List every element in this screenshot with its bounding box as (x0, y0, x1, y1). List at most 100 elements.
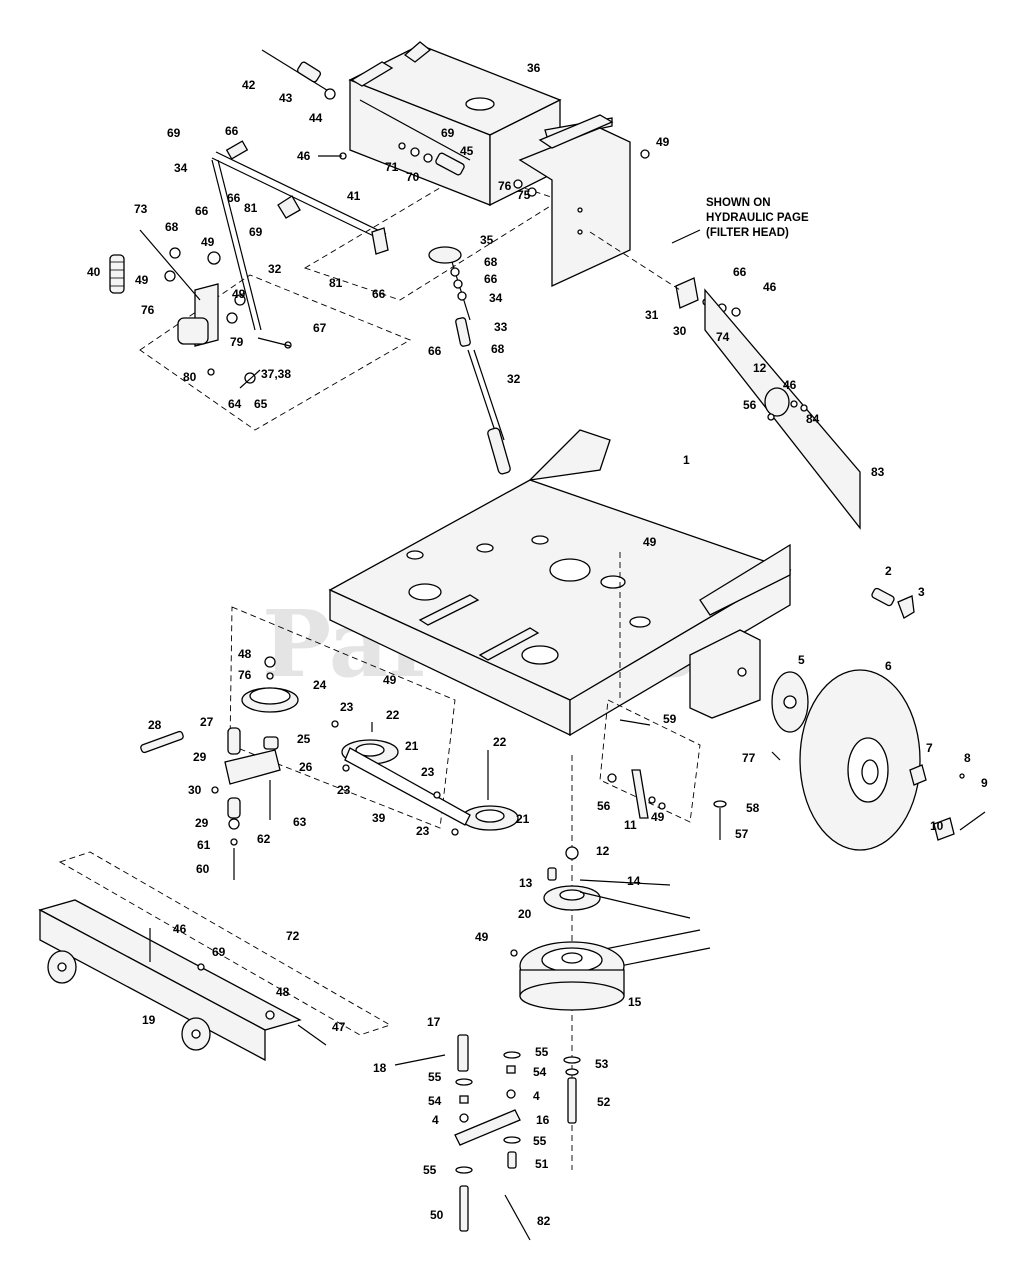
callout-6: 6 (885, 659, 892, 673)
callout-20: 20 (518, 907, 532, 921)
callout-46c: 46 (783, 378, 797, 392)
callout-66d: 66 (484, 272, 498, 286)
steering-rod-right (467, 349, 499, 441)
callout-4b: 4 (432, 1113, 439, 1127)
callout-43: 43 (279, 91, 293, 105)
control-rod-left (211, 159, 256, 331)
callout-64: 64 (228, 397, 242, 411)
callout-55d: 55 (423, 1163, 437, 1177)
callout-30a: 30 (673, 324, 687, 338)
hydraulic-page-note: SHOWN ON HYDRAULIC PAGE (FILTER HEAD) (706, 197, 809, 239)
callout-1: 1 (683, 453, 690, 467)
callout-22b: 22 (493, 735, 507, 749)
note-line-1: SHOWN ON (706, 197, 771, 209)
callout-49i: 69 (212, 945, 226, 959)
pin-17 (457, 1034, 469, 1072)
callout-23a: 23 (340, 700, 354, 714)
callout-49b: 49 (201, 235, 215, 249)
callout-69c: 69 (249, 225, 263, 239)
callout-14: 14 (627, 874, 641, 888)
callout-34a: 34 (174, 161, 188, 175)
pivot-bushing (177, 317, 209, 345)
callout-68c: 66 (733, 265, 747, 279)
adjuster-spring (296, 61, 322, 83)
cross-shaft (211, 157, 383, 241)
callout-33: 33 (494, 320, 508, 334)
callout-12b: 12 (596, 844, 610, 858)
callout-23b: 23 (421, 765, 435, 779)
callout-35: 35 (480, 233, 494, 247)
shaft-tab (277, 195, 301, 219)
callout-30b: 30 (188, 783, 202, 797)
callout-23d: 23 (416, 824, 430, 838)
belt-39 (344, 747, 471, 826)
shaft-bracket (371, 227, 389, 255)
fitting-2 (871, 587, 895, 607)
callout-81b: 81 (329, 276, 343, 290)
plate-11 (631, 769, 649, 819)
callout-7: 7 (926, 741, 933, 755)
callout-13: 13 (519, 876, 533, 890)
filter-head-bracket (675, 277, 699, 309)
callout-80: 80 (183, 370, 197, 384)
bracket-12-top (764, 387, 790, 417)
callout-8: 8 (964, 751, 971, 765)
callout-18: 18 (373, 1061, 387, 1075)
callout-5: 5 (798, 653, 805, 667)
callout-47: 47 (332, 1020, 346, 1034)
hitch-top (38, 899, 302, 1031)
callout-49e: 49 (643, 535, 657, 549)
drive-pulley-assembly (510, 755, 711, 1170)
spring-40 (109, 254, 125, 294)
callout-66f: 66 (428, 344, 442, 358)
callout-66c: 66 (195, 204, 209, 218)
callout-68b: 68 (484, 255, 498, 269)
callout-67: 67 (313, 321, 327, 335)
adjuster-rod (261, 49, 331, 93)
callout-17: 17 (427, 1015, 441, 1029)
callout-28: 28 (148, 718, 162, 732)
callout-48a: 48 (238, 647, 252, 661)
callout-81a: 81 (244, 201, 258, 215)
callout-45: 45 (460, 144, 474, 158)
hitch-face (39, 908, 266, 1062)
callout-39: 39 (372, 811, 386, 825)
rear-plate (518, 127, 631, 288)
callout-32a: 32 (268, 262, 282, 276)
axle-housing (689, 629, 761, 719)
callout-74: 74 (716, 330, 730, 344)
linkage-outline-lower (139, 274, 412, 431)
callout-31: 31 (645, 308, 659, 322)
callout-54a: 54 (533, 1065, 547, 1079)
callout-46b: 46 (763, 280, 777, 294)
callout-58: 58 (746, 801, 760, 815)
callout-15: 15 (628, 995, 642, 1009)
callout-49a: 49 (656, 135, 670, 149)
callout-66a: 66 (225, 124, 239, 138)
callout-4a: 4 (533, 1089, 540, 1103)
callout-66e: 66 (372, 287, 386, 301)
callout-69a: 69 (167, 126, 181, 140)
callout-42: 42 (242, 78, 256, 92)
note-line-2: HYDRAULIC PAGE (706, 212, 809, 224)
callout-89: 69 (441, 126, 455, 140)
callout-49f: 49 (383, 673, 397, 687)
callout-56a: 68 (165, 220, 179, 234)
idler-arm-26 (224, 749, 281, 785)
callout-59: 59 (663, 712, 677, 726)
pivot-pin-45 (435, 152, 465, 176)
callout-49c: 49 (135, 273, 149, 287)
callout-51: 51 (535, 1157, 549, 1171)
callout-55c: 55 (533, 1134, 547, 1148)
bushing-27 (227, 727, 241, 755)
callout-61: 61 (197, 838, 211, 852)
note-line-3: (FILTER HEAD) (706, 227, 789, 239)
callout-29a: 29 (193, 750, 207, 764)
callout-79: 79 (230, 335, 244, 349)
callout-76c: 76 (238, 668, 252, 682)
idler-pulley-assembly (140, 656, 519, 880)
callout-10: 10 (930, 819, 944, 833)
link-16 (454, 1109, 521, 1146)
callout-73: 73 (134, 202, 148, 216)
